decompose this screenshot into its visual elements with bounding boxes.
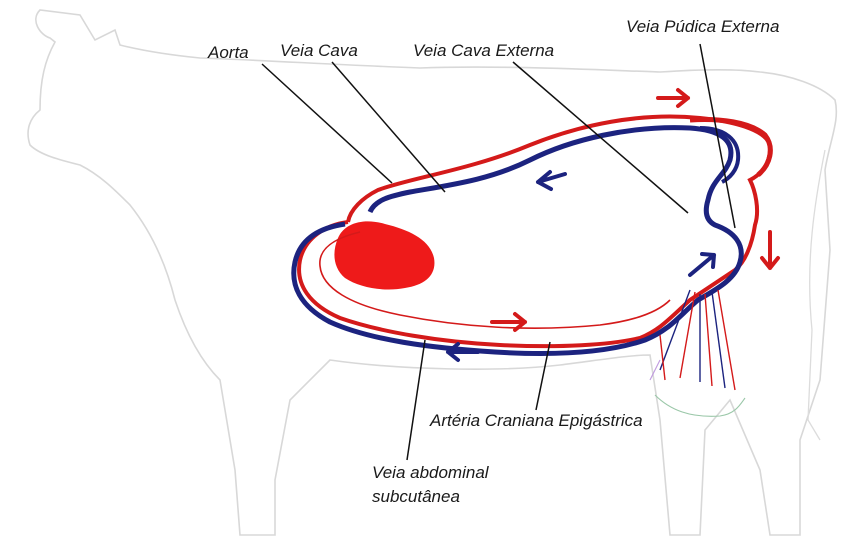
label-veia-pudica-externa: Veia Púdica Externa bbox=[626, 16, 779, 37]
label-veia-abdominal-line1: Veia abdominal bbox=[372, 462, 489, 483]
label-veia-abdominal-line2: subcutânea bbox=[372, 486, 460, 507]
leader-lines bbox=[262, 44, 735, 460]
flow-arrows bbox=[448, 90, 778, 360]
leader-veia-abdominal bbox=[407, 340, 425, 460]
leader-veia-cava-externa bbox=[513, 62, 688, 213]
arrow-blue-bottom bbox=[448, 344, 478, 360]
leader-veia-cava bbox=[332, 62, 445, 192]
label-aorta: Aorta bbox=[208, 42, 249, 63]
heart-shape bbox=[334, 221, 434, 289]
arrow-blue-top bbox=[538, 172, 565, 189]
label-veia-cava: Veia Cava bbox=[280, 40, 358, 61]
arrow-red-top bbox=[658, 90, 688, 106]
leader-aorta bbox=[262, 64, 392, 183]
arrow-blue-right bbox=[690, 254, 714, 275]
cow-tail-outline bbox=[808, 150, 825, 440]
arrow-red-right bbox=[762, 232, 778, 268]
label-arteria-craniana: Artéria Craniana Epigástrica bbox=[430, 410, 643, 431]
mammary-vessels bbox=[660, 290, 735, 390]
label-veia-cava-externa: Veia Cava Externa bbox=[413, 40, 554, 61]
